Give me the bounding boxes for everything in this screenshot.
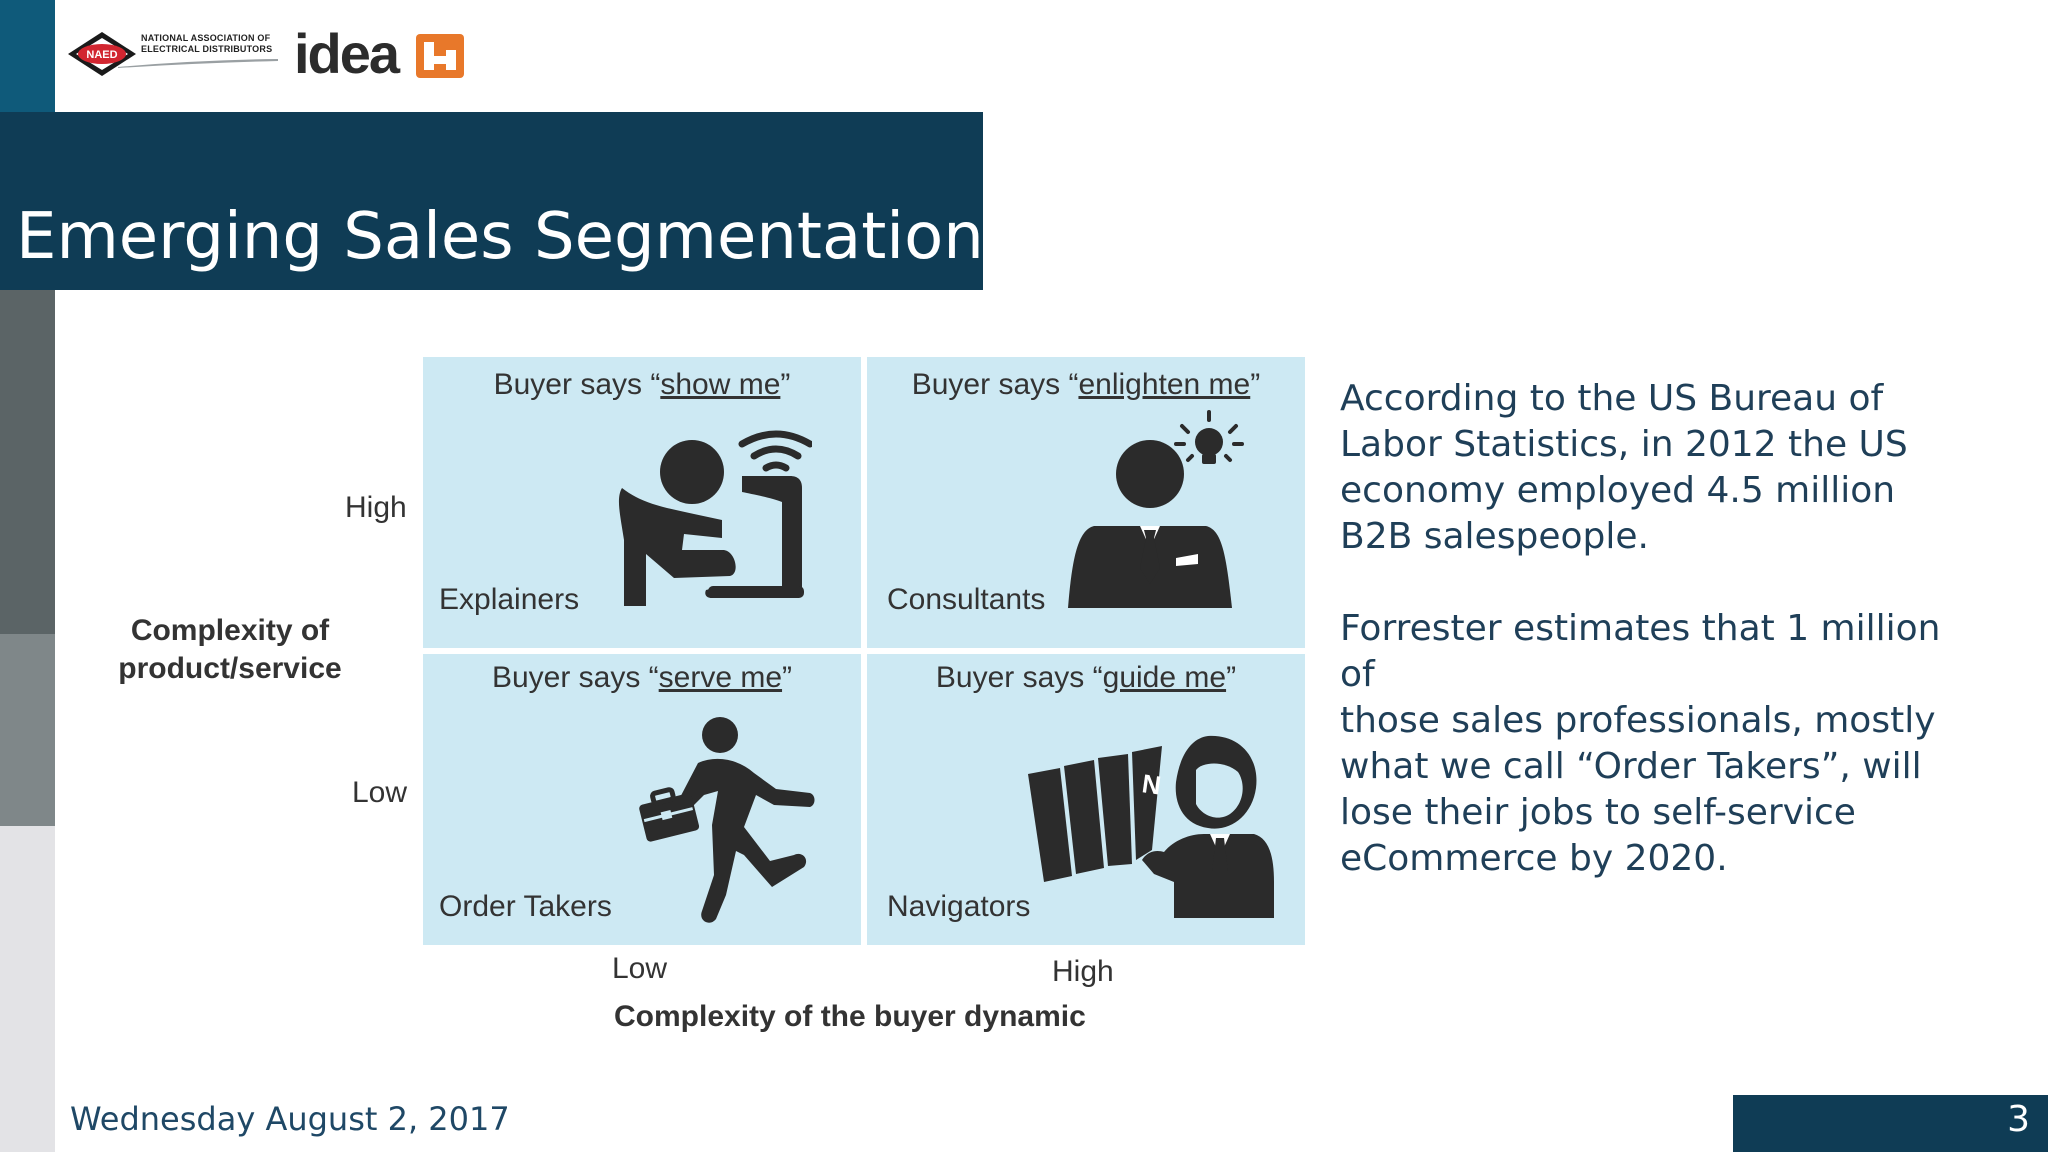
quadrant-keyword: enlighten me xyxy=(1078,368,1251,401)
paragraph-line: what we call “Order Takers”, will xyxy=(1340,746,1922,787)
paragraph-line: According to the US Bureau of xyxy=(1340,378,1884,419)
paragraph-line: Forrester estimates that 1 million of xyxy=(1340,608,1941,695)
quadrant-heading: Buyer says “guide me” xyxy=(935,661,1237,694)
person-laptop-wifi-icon xyxy=(618,430,812,606)
naed-swoosh-icon xyxy=(118,59,278,68)
paragraph-line: those sales professionals, mostly xyxy=(1340,700,1936,741)
quadrant-heading: Buyer says “show me” xyxy=(493,368,791,401)
quadrant-label-explainers: Explainers xyxy=(439,583,580,616)
quadrant-heading: Buyer says “enlighten me” xyxy=(911,368,1261,401)
paragraph-line: B2B salespeople. xyxy=(1340,516,1649,557)
naed-org-line: ELECTRICAL DISTRIBUTORS xyxy=(141,44,273,54)
side-strip-segment xyxy=(0,634,55,826)
y-axis-title: Complexity of product/service xyxy=(100,612,360,688)
quadrant-label-order-takers: Order Takers xyxy=(439,890,612,923)
y-axis-title-line: product/service xyxy=(118,652,342,685)
paragraph-forrester: Forrester estimates that 1 million of th… xyxy=(1340,606,1960,882)
side-strip-segment xyxy=(0,0,55,112)
paragraph-line: Labor Statistics, in 2012 the US xyxy=(1340,424,1908,465)
slide-title: Emerging Sales Segmentation xyxy=(16,200,984,274)
businessman-lightbulb-icon xyxy=(1068,410,1244,608)
y-axis-high-label: High xyxy=(345,491,407,524)
quadrant-heading: Buyer says “serve me” xyxy=(491,661,793,694)
paragraph-line: eCommerce by 2020. xyxy=(1340,838,1728,879)
side-strip-segment xyxy=(0,826,55,1152)
svg-text:N: N xyxy=(1140,768,1163,800)
naed-org-line: NATIONAL ASSOCIATION OF xyxy=(141,33,271,43)
x-axis-low-label: Low xyxy=(612,952,668,985)
quadrant-label-consultants: Consultants xyxy=(887,583,1046,616)
quadrant-label-navigators: Navigators xyxy=(887,890,1031,923)
person-map-icon: N xyxy=(1028,735,1274,918)
x-axis-title: Complexity of the buyer dynamic xyxy=(614,1000,1086,1033)
paragraph-statistics: According to the US Bureau of Labor Stat… xyxy=(1340,376,1960,560)
idea-logo-text: idea xyxy=(294,22,400,85)
side-strip-segment xyxy=(0,290,55,634)
naed-logo-icon: NAED xyxy=(68,32,136,76)
quadrant-keyword: guide me xyxy=(1102,661,1227,694)
idea-logo-mark-icon xyxy=(416,34,464,78)
paragraph-line: lose their jobs to self-service xyxy=(1340,792,1856,833)
quadrant-keyword: serve me xyxy=(658,661,783,694)
y-axis-title-line: Complexity of xyxy=(130,614,330,647)
running-man-briefcase-icon xyxy=(639,717,815,923)
naed-organization-name: NATIONAL ASSOCIATION OF ELECTRICAL DISTR… xyxy=(141,33,272,55)
paragraph-line: economy employed 4.5 million xyxy=(1340,470,1896,511)
x-axis-high-label: High xyxy=(1052,955,1114,988)
quadrant-keyword: show me xyxy=(660,368,781,401)
y-axis-low-label: Low xyxy=(352,776,408,809)
naed-logo-text: NAED xyxy=(86,49,117,61)
title-banner xyxy=(0,112,983,290)
footer-date: Wednesday August 2, 2017 xyxy=(70,1100,510,1138)
page-number: 3 xyxy=(2007,1099,2030,1140)
page-number-box: 3 xyxy=(1733,1095,2048,1152)
